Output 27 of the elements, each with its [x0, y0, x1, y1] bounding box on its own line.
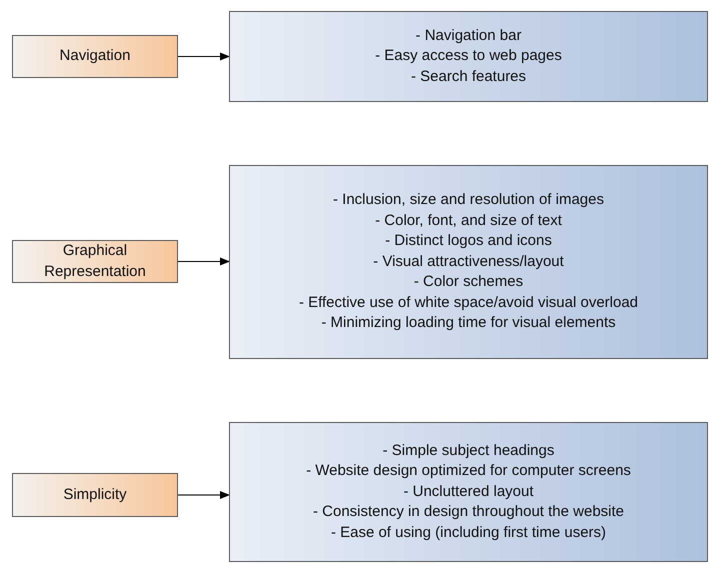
detail-box — [229, 165, 708, 359]
bullet-item: - Consistency in design throughout the website — [312, 502, 624, 522]
arrow — [178, 52, 230, 60]
topic-label: Simplicity — [63, 484, 127, 505]
topic-box — [12, 473, 178, 517]
bullet-item: - Visual attractiveness/layout — [373, 252, 564, 272]
bullet-item: - Search features — [410, 66, 526, 87]
bullet-item: - Uncluttered layout — [403, 482, 534, 502]
bullet-item: - Distinct logos and icons — [385, 231, 552, 252]
topic-label: Graphical Representation — [43, 241, 147, 282]
bullet-item: - Navigation bar — [416, 26, 522, 46]
detail-box — [229, 422, 708, 562]
bullet-item: - Color schemes — [414, 272, 524, 292]
topic-box — [12, 240, 178, 283]
bullet-item: - Color, font, and size of text — [375, 210, 562, 231]
bullet-item: - Inclusion, size and resolution of images — [333, 190, 604, 210]
topic-box — [12, 35, 178, 78]
bullet-item: - Website design optimized for computer screens — [306, 461, 631, 482]
bullet-item: - Effective use of white space/avoid visual overload — [298, 292, 638, 313]
topic-label: Navigation — [60, 46, 130, 66]
bullet-item: - Simple subject headings — [382, 440, 554, 461]
bullet-item: - Easy access to web pages — [375, 46, 562, 66]
detail-box — [229, 11, 708, 102]
bullet-item: - Minimizing loading time for visual elements — [321, 313, 616, 334]
arrow — [178, 491, 230, 499]
arrow — [178, 258, 230, 266]
bullet-item: - Ease of using (including first time users) — [330, 522, 606, 543]
